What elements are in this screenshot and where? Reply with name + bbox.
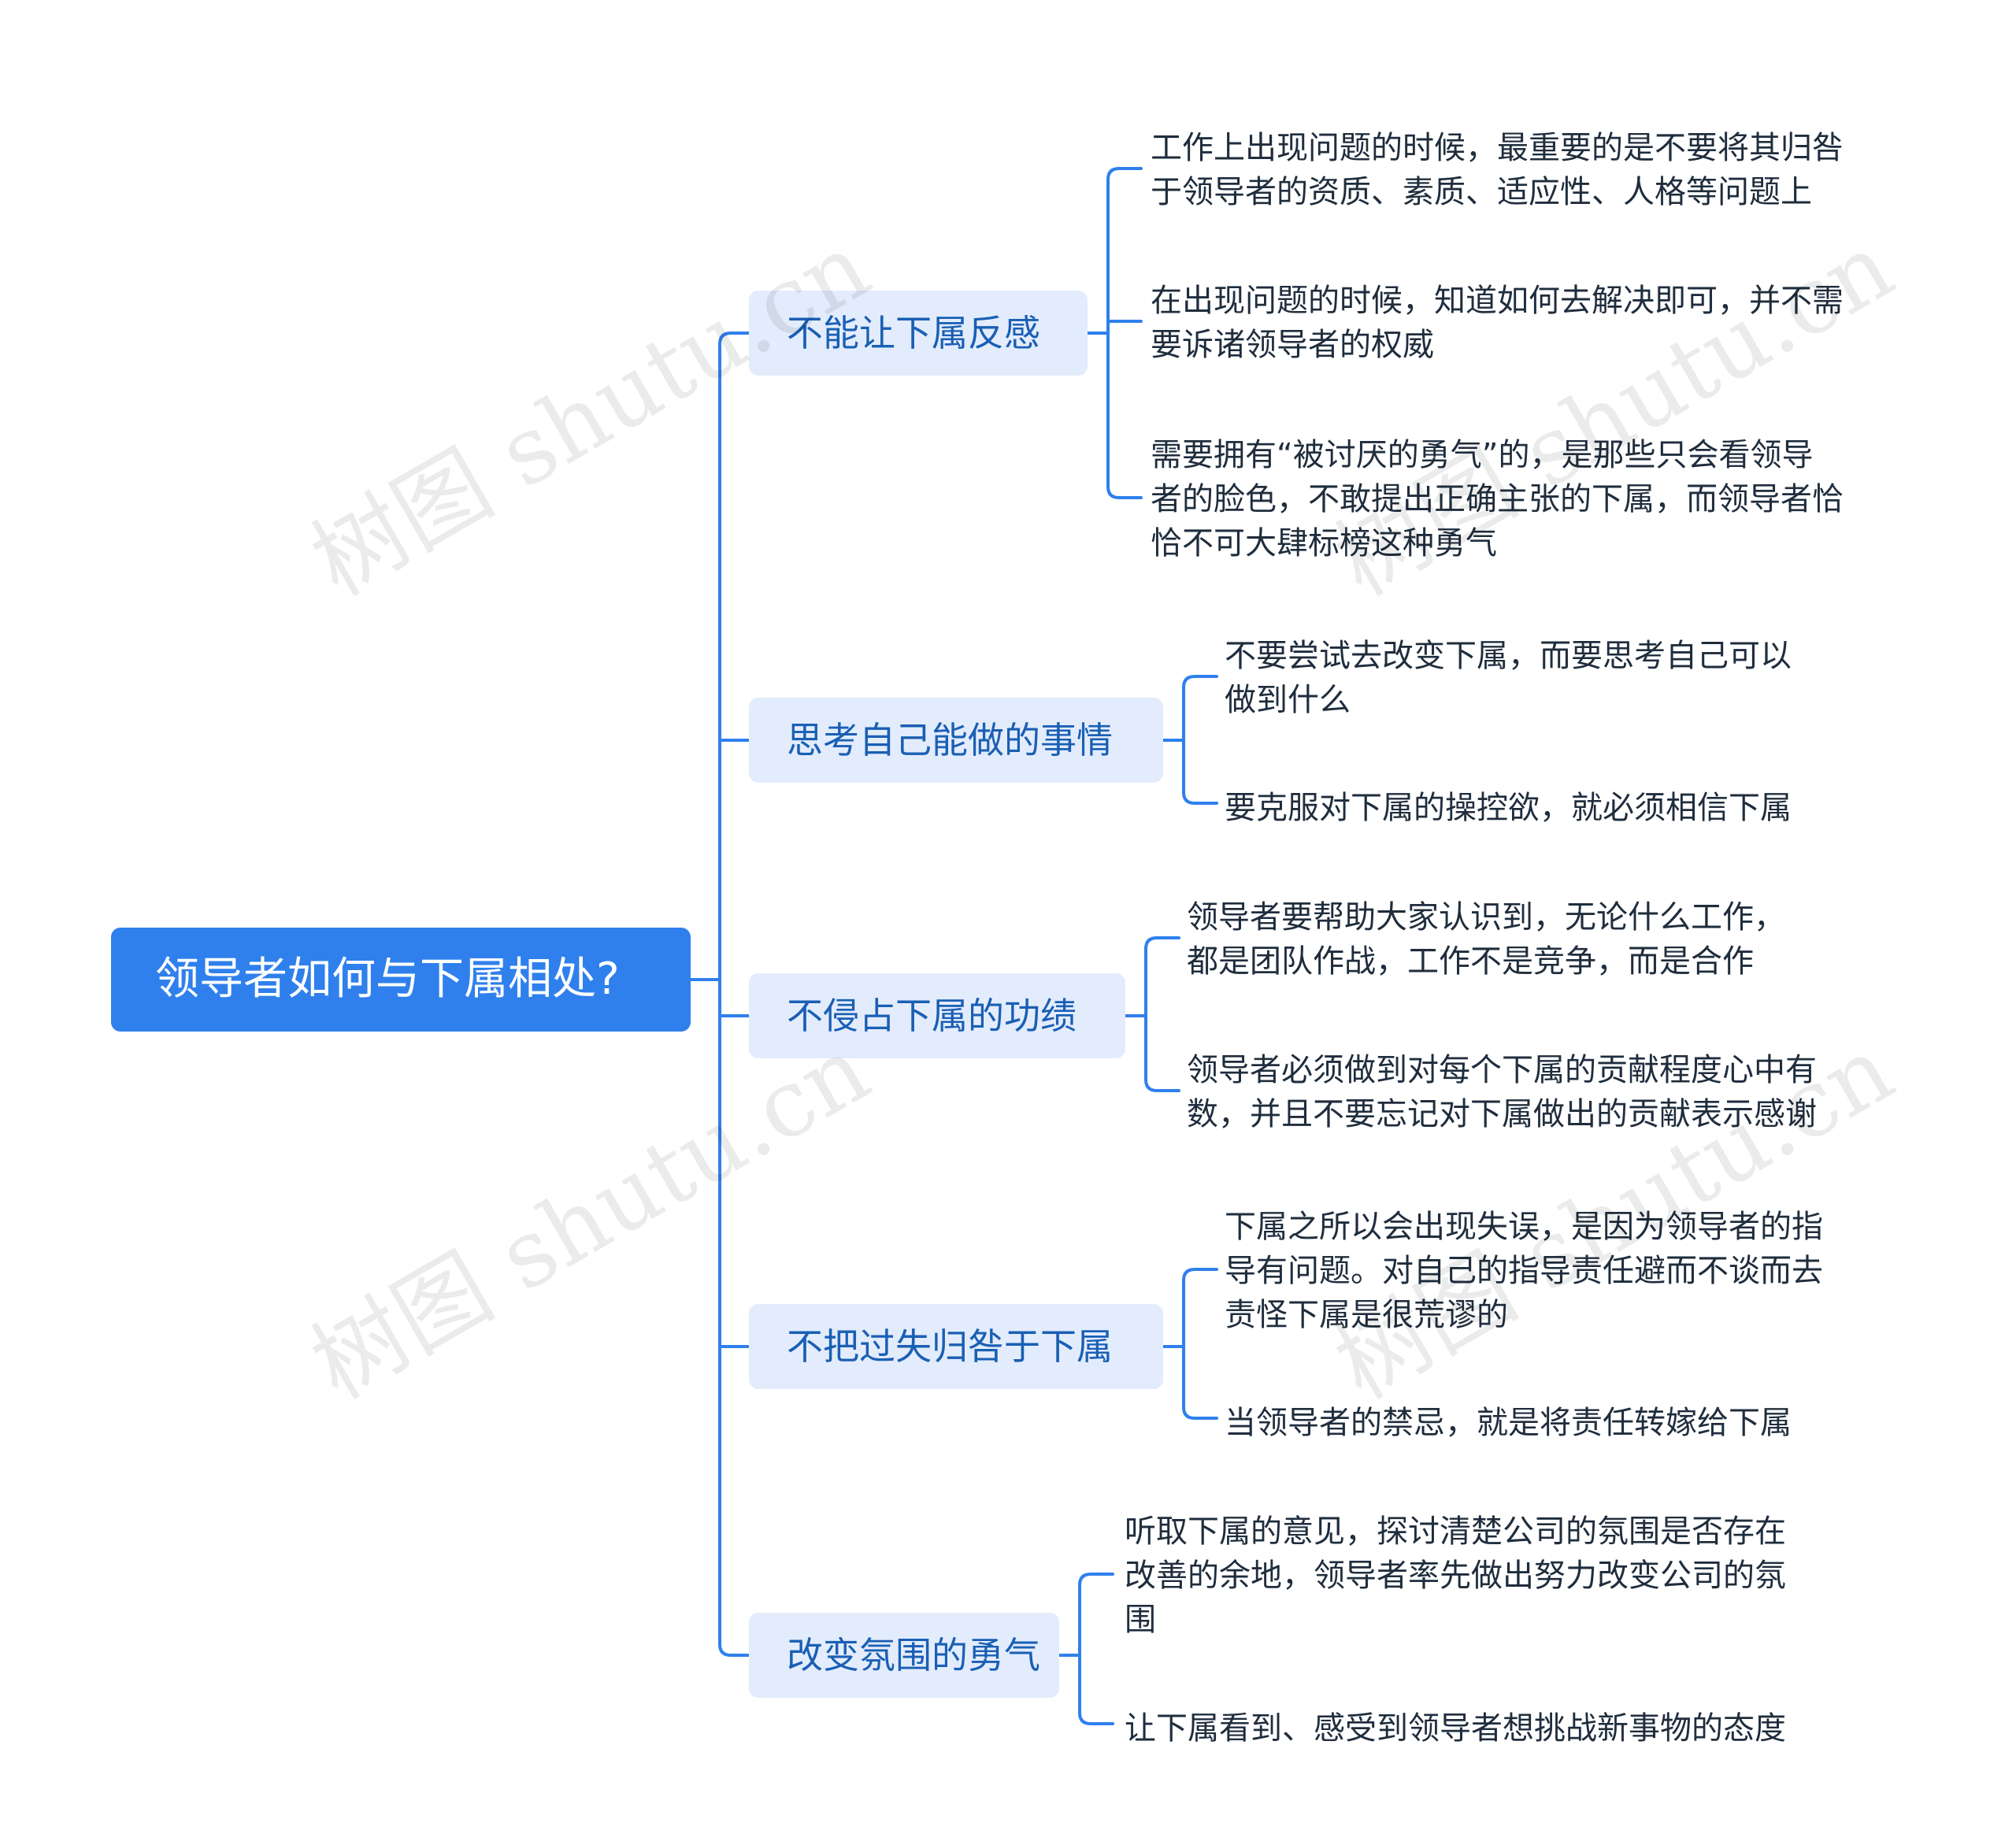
- leaf-topic-4-2[interactable]: 当领导者的禁忌，就是将责任转嫁给下属: [1225, 1405, 1792, 1441]
- leaf-connector-line: [1078, 1711, 1114, 1725]
- branch-topic-1[interactable]: 不能让下属反感: [749, 291, 1088, 376]
- root-topic[interactable]: 领导者如何与下属相处?: [111, 928, 691, 1032]
- leaf-topic-1-1[interactable]: 工作上出现问题的时候，最重要的是不要将其归咎 于领导者的资质、素质、适应性、人格…: [1151, 130, 1844, 210]
- leaf-topic-3-2[interactable]: 领导者必须做到对每个下属的贡献程度心中有 数，并且不要忘记对下属做出的贡献表示感…: [1187, 1052, 1817, 1132]
- leaf-connector-line: [1144, 1078, 1180, 1092]
- leaf-connector-line: [1078, 1573, 1114, 1587]
- leaf-connector-line: [1182, 1406, 1218, 1420]
- leaf-topic-5-1[interactable]: 听取下属的意见，探讨清楚公司的氛围是否存在 改善的余地，领导者率先做出努力改变公…: [1125, 1513, 1786, 1638]
- leaf-connector-line: [1144, 936, 1180, 950]
- leaf-connector-line: [1182, 675, 1218, 689]
- leaf-connector-line: [1182, 1268, 1218, 1282]
- branch-topic-4[interactable]: 不把过失归咎于下属: [749, 1304, 1163, 1389]
- leaf-topic-2-2[interactable]: 要克服对下属的操控欲，就必须相信下属: [1225, 790, 1792, 826]
- branch-topic-3[interactable]: 不侵占下属的功绩: [749, 973, 1125, 1058]
- leaf-connector-line: [1106, 167, 1143, 181]
- branch-topic-2[interactable]: 思考自己能做的事情: [749, 698, 1163, 783]
- leaf-topic-2-1[interactable]: 不要尝试去改变下属，而要思考自己可以 做到什么: [1225, 638, 1792, 718]
- leaf-connector-line: [1106, 485, 1143, 499]
- leaf-topic-4-1[interactable]: 下属之所以会出现失误，是因为领导者的指 导有问题。对自己的指导责任避而不谈而去 …: [1225, 1209, 1823, 1333]
- branch-connector-line: [718, 1643, 750, 1657]
- leaf-topic-3-1[interactable]: 领导者要帮助大家认识到，无论什么工作， 都是团队作战，工作不是竞争，而是合作: [1187, 899, 1785, 980]
- branch-connector-line: [718, 332, 750, 346]
- branch-topic-5[interactable]: 改变氛围的勇气: [749, 1613, 1059, 1698]
- leaf-topic-1-2[interactable]: 在出现问题的时候，知道如何去解决即可，并不需 要诉诸领导者的权威: [1151, 283, 1844, 363]
- leaf-topic-1-3[interactable]: 需要拥有“被讨厌的勇气”的，是那些只会看领导 者的脸色，不敢提出正确主张的下属，…: [1151, 437, 1844, 561]
- leaf-topic-5-2[interactable]: 让下属看到、感受到领导者想挑战新事物的态度: [1125, 1710, 1786, 1747]
- leaf-connector-line: [1182, 791, 1218, 805]
